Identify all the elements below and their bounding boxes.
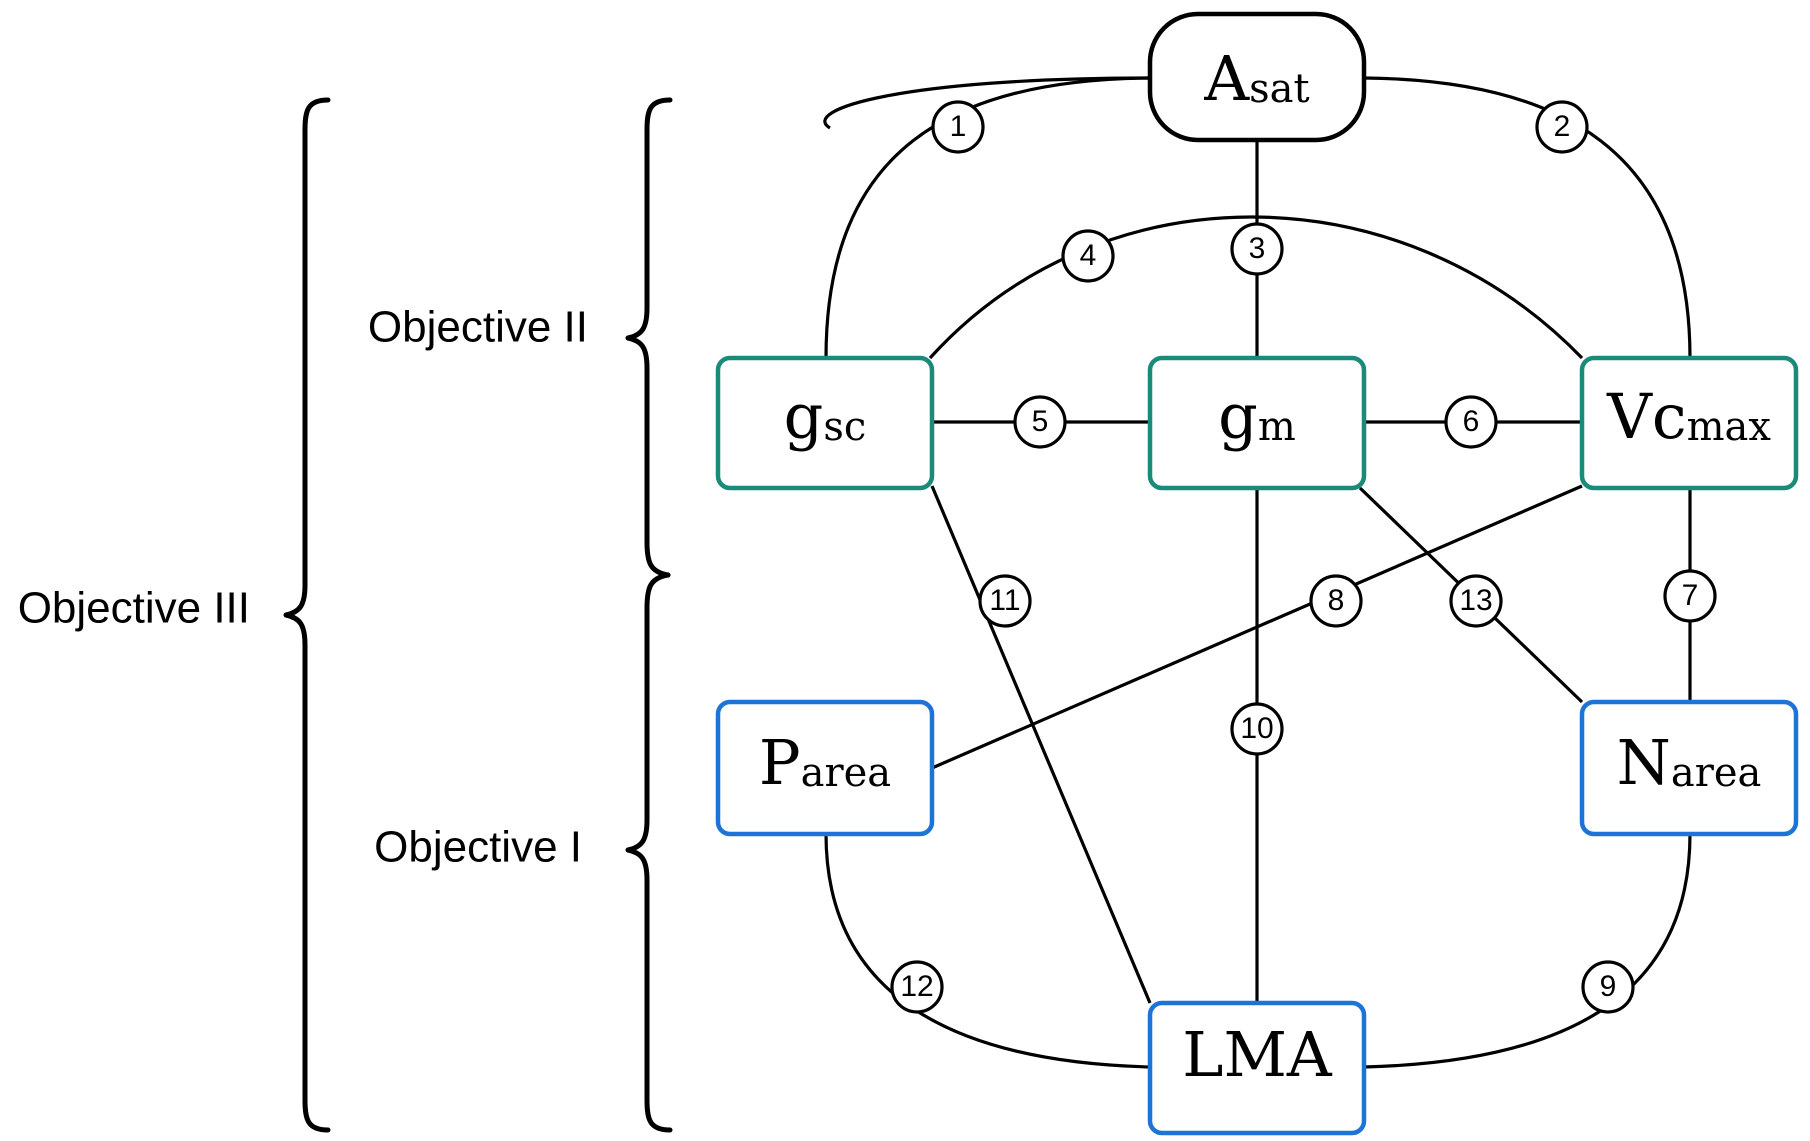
node-lma-box	[1147, 1000, 1367, 1136]
node-parea-label: Parea	[759, 726, 891, 799]
edge-line-9	[1363, 833, 1692, 1069]
edge-badge-13-text: 13	[1459, 584, 1492, 617]
edge-badge-11: 11	[978, 574, 1032, 628]
edge-badge-13: 13	[1449, 574, 1503, 628]
edge-badge-3: 3	[1230, 222, 1284, 276]
node-parea-box	[715, 699, 935, 837]
edge-badge-1-text: 1	[950, 110, 967, 143]
edge-line-11	[930, 485, 1152, 1004]
edge-badge-9: 9	[1581, 960, 1635, 1014]
node-narea[interactable]: Narea	[1579, 699, 1799, 837]
node-vcmax-box	[1579, 355, 1799, 491]
node-parea[interactable]: Parea	[715, 699, 935, 837]
edge-badge-3-text: 3	[1249, 232, 1266, 265]
edge-badge-2-text: 2	[1554, 110, 1571, 143]
edge-line-2	[1364, 76, 1692, 359]
edge-badge-12-text: 12	[900, 970, 933, 1003]
node-gsc-box	[715, 355, 935, 491]
edge-badge-11-text: 11	[989, 584, 1020, 617]
edge-badge-12: 12	[890, 960, 944, 1014]
edge-badge-7-text: 7	[1682, 579, 1699, 612]
node-gm-box	[1147, 355, 1367, 491]
edge-badge-6: 6	[1444, 395, 1498, 449]
edge-badge-8: 8	[1309, 574, 1363, 628]
edge-badge-5-text: 5	[1032, 405, 1049, 438]
edge-line-1	[823, 76, 1151, 130]
edge-badge-10: 10	[1230, 702, 1284, 756]
node-asat-label: Asat	[1203, 42, 1309, 115]
node-narea-label: Narea	[1617, 726, 1762, 799]
edge-line-1b	[824, 76, 1151, 359]
edge-badge-10-text: 10	[1240, 712, 1273, 745]
edge-badge-1: 1	[931, 100, 985, 154]
edge-badge-4: 4	[1061, 229, 1115, 283]
edge-badge-7: 7	[1663, 569, 1717, 623]
node-narea-box	[1579, 699, 1799, 837]
node-asat-box	[1147, 11, 1367, 143]
node-lma[interactable]: LMA	[1147, 1000, 1367, 1136]
node-vcmax[interactable]: Vcmax	[1579, 355, 1799, 491]
edge-badge-4-text: 4	[1080, 239, 1097, 272]
edge-line-4	[928, 215, 1584, 360]
objective-iii-brace	[283, 97, 331, 1133]
edge-badge-6-text: 6	[1463, 405, 1480, 438]
node-gsc[interactable]: gsc	[715, 355, 935, 491]
node-lma-label: LMA	[1182, 1018, 1333, 1091]
edge-badge-2: 2	[1535, 100, 1589, 154]
edge-badge-9-text: 9	[1600, 970, 1617, 1003]
node-asat[interactable]: Asat	[1147, 11, 1367, 143]
edge-line-12	[824, 833, 1151, 1069]
node-gm[interactable]: gm	[1147, 355, 1367, 491]
objective-braces	[283, 97, 673, 1133]
edge-badges: 1 2 3 4 5 6 7 8	[890, 100, 1717, 1014]
objective-iii-label: Objective III	[18, 584, 250, 633]
edge-badge-5: 5	[1013, 395, 1067, 449]
objective-i-label: Objective I	[374, 823, 582, 872]
nodes: Asat gsc gm Vcmax Parea	[715, 11, 1799, 1136]
node-gsc-label: gsc	[784, 380, 867, 453]
node-vcmax-label: Vcmax	[1606, 380, 1771, 453]
node-gm-label: gm	[1218, 380, 1296, 453]
edge-badge-8-text: 8	[1328, 584, 1345, 617]
objective-i-brace	[625, 572, 673, 1133]
objective-ii-label: Objective II	[368, 303, 588, 352]
objective-ii-brace	[625, 97, 673, 578]
